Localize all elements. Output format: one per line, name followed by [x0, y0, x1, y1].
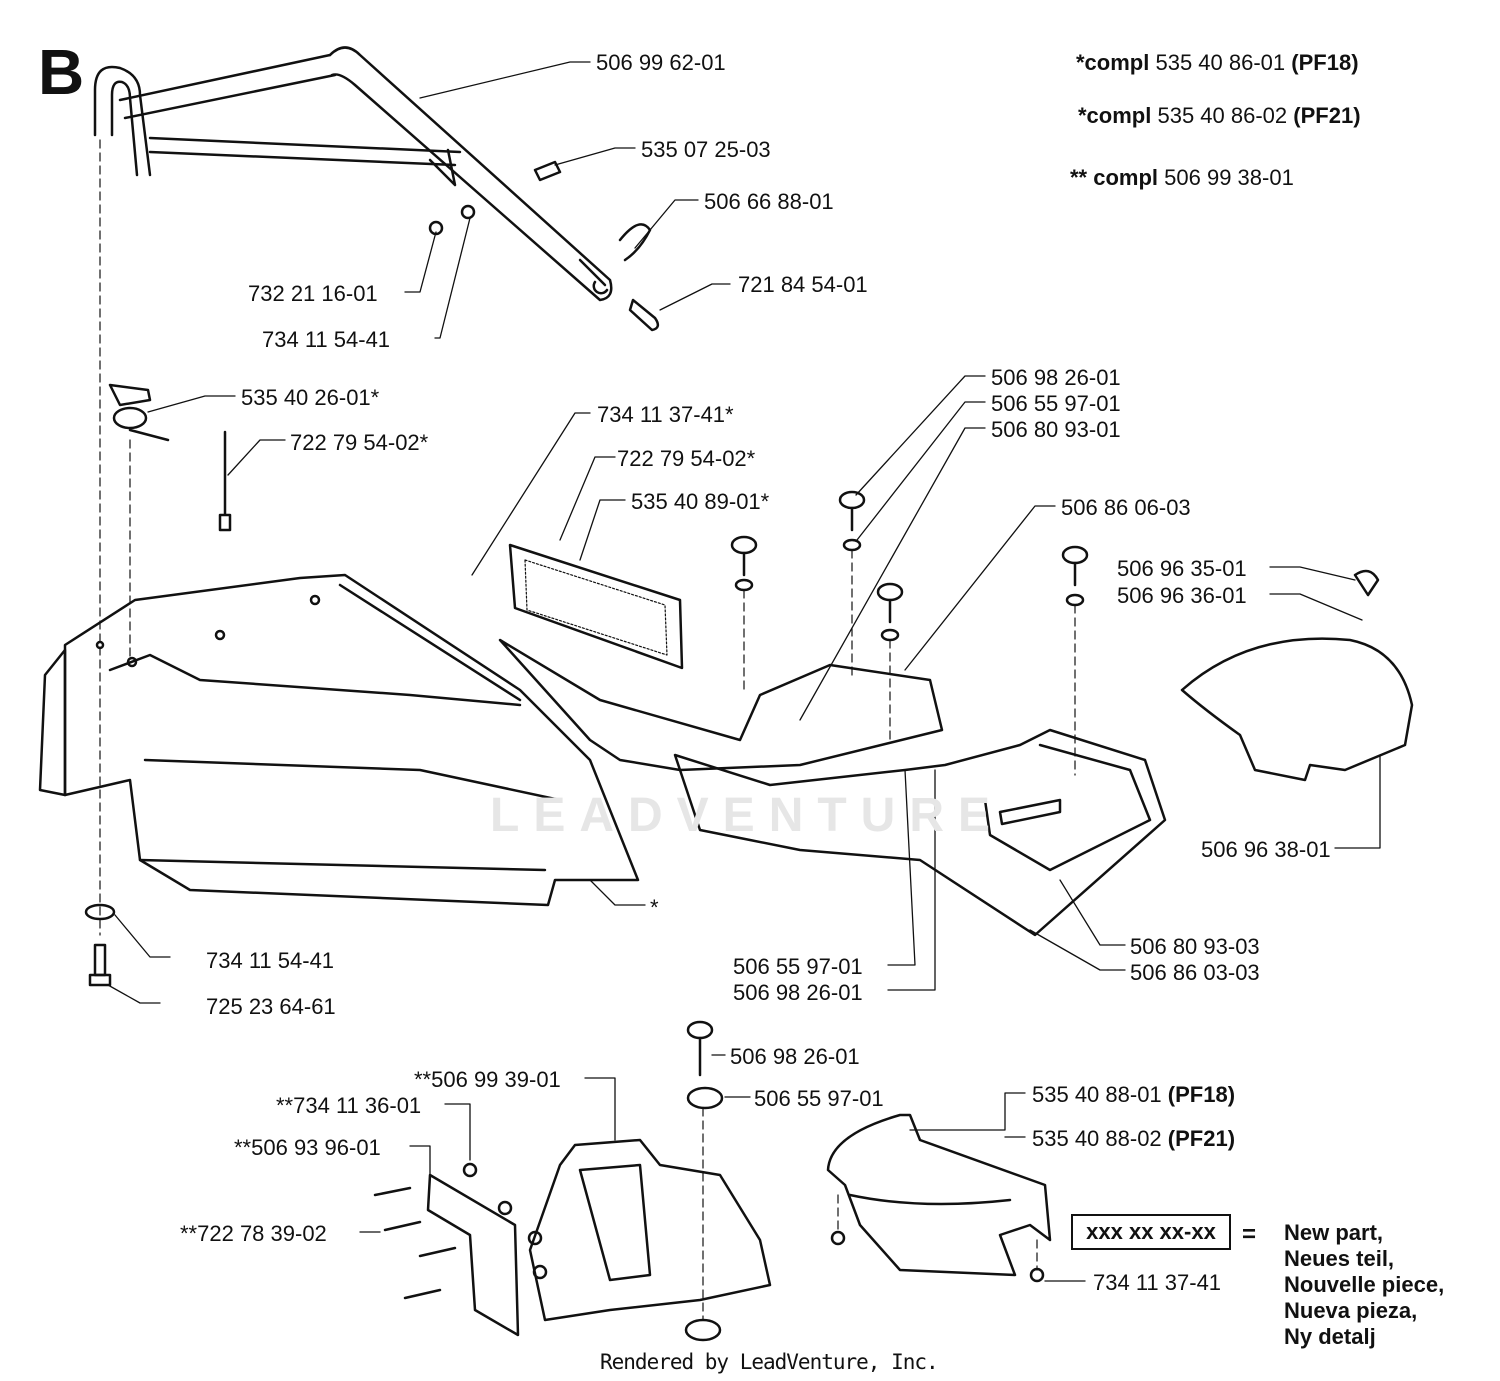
callout: 506 86 03-03: [1130, 960, 1260, 985]
callout: 506 98 26-01: [991, 365, 1121, 390]
handlebar-drawing: [93, 46, 613, 302]
bin-part: 535 40 88-01: [1032, 1082, 1162, 1107]
rear-cap-drawing: [1180, 637, 1414, 782]
callout: 732 21 16-01: [248, 281, 378, 306]
legend-new-part-box: xxx xx xx-xx: [1071, 1214, 1231, 1250]
note-variant: (PF21): [1293, 103, 1361, 128]
callout: 734 11 54-41: [262, 327, 391, 352]
legend-equals: =: [1242, 1221, 1257, 1248]
callout: 506 86 06-03: [1061, 495, 1191, 520]
bin-label-pf18: 535 40 88-01 (PF18): [1032, 1084, 1235, 1106]
note-part: 506 99 38-01: [1164, 165, 1294, 190]
note-label: *compl: [1078, 103, 1152, 128]
callout: **722 78 39-02: [180, 1221, 327, 1246]
note-line-2: *compl 535 40 86-02 (PF21): [1078, 105, 1361, 127]
bin-drawing: [826, 1113, 1052, 1283]
callout: 734 11 37-41: [1093, 1270, 1222, 1295]
callout: 506 55 97-01: [991, 391, 1121, 416]
legend-line: Nouvelle piece,: [1284, 1272, 1445, 1297]
chute-assembly-drawing: [373, 1020, 772, 1342]
callout: 506 98 26-01: [733, 980, 863, 1005]
callout: 506 55 97-01: [733, 954, 863, 979]
bolt-washer-drawing: [84, 903, 116, 987]
callout: 506 55 97-01: [754, 1086, 884, 1111]
callout: 506 80 93-03: [1130, 934, 1260, 959]
legend-line: Nueva pieza,: [1284, 1298, 1418, 1323]
note-line-1: *compl 535 40 86-01 (PF18): [1076, 52, 1359, 74]
callout: 722 79 54-02*: [617, 446, 756, 471]
callout: **506 99 39-01: [414, 1067, 561, 1092]
legend-text: New part, Neues teil, Nouvelle piece, Nu…: [1284, 1220, 1444, 1350]
deck-cover-drawing: [38, 573, 640, 907]
callout: 722 79 54-02*: [290, 430, 429, 455]
note-line-3: ** compl 506 99 38-01: [1070, 167, 1294, 189]
bin-variant: (PF21): [1167, 1126, 1236, 1151]
callout: 535 07 25-03: [641, 137, 771, 162]
callout: 535 40 26-01*: [241, 385, 380, 410]
bin-label-pf21: 535 40 88-02 (PF21): [1032, 1128, 1235, 1150]
bin-part: 535 40 88-02: [1032, 1126, 1162, 1151]
callout: 734 11 54-41: [206, 948, 335, 973]
handle-hardware-drawing: [428, 160, 660, 332]
callout: *: [650, 895, 659, 920]
callout: 506 80 93-01: [991, 417, 1121, 442]
callout: **506 93 96-01: [234, 1135, 381, 1160]
note-part: 535 40 86-02: [1157, 103, 1288, 128]
legend-line: New part,: [1284, 1220, 1384, 1245]
side-shield-drawing: [498, 638, 1167, 937]
legend-line: Ny detalj: [1284, 1324, 1376, 1349]
note-part: 535 40 86-01: [1155, 50, 1286, 75]
note-variant: (PF18): [1291, 50, 1359, 75]
callout: 506 96 38-01: [1201, 837, 1331, 862]
center-lines: [99, 139, 1076, 1321]
leader-lines: [107, 61, 1381, 1282]
grille-plate-drawing: [508, 543, 684, 670]
callout: 506 96 36-01: [1117, 583, 1247, 608]
callout: 506 98 26-01: [730, 1044, 860, 1069]
watermark: LEADVENTURE: [490, 789, 1005, 842]
bin-variant: (PF18): [1167, 1082, 1236, 1107]
note-label: *compl: [1076, 50, 1150, 75]
note-label: ** compl: [1070, 165, 1159, 190]
callout: 506 66 88-01: [704, 189, 834, 214]
callout: 535 40 89-01*: [631, 489, 770, 514]
legend-line: Neues teil,: [1284, 1246, 1395, 1271]
callout: **734 11 36-01: [276, 1093, 422, 1118]
footer-credit: Rendered by LeadVenture, Inc.: [600, 1350, 939, 1374]
callout: 721 84 54-01: [738, 272, 868, 297]
callout: 506 99 62-01: [596, 50, 726, 75]
callout: 725 23 64-61: [206, 994, 336, 1019]
callout: 734 11 37-41*: [597, 402, 734, 427]
fasteners-drawing: [730, 490, 1380, 642]
callout: 506 96 35-01: [1117, 556, 1247, 581]
knob-and-pin-drawing: [108, 383, 232, 532]
section-letter: B: [38, 36, 85, 108]
